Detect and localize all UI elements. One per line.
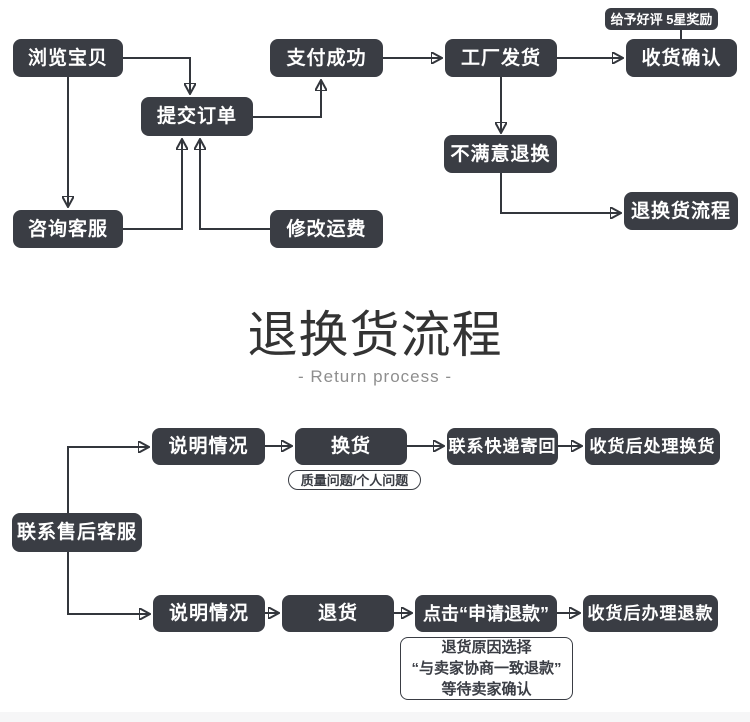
node-explain-situation-2: 说明情况 <box>153 595 265 632</box>
node-exchange: 换货 <box>295 428 407 465</box>
footer-strip <box>0 712 750 722</box>
node-submit-order: 提交订单 <box>141 97 253 136</box>
node-contact-aftersales: 联系售后客服 <box>12 513 142 552</box>
node-handle-exchange-after-receipt: 收货后处理换货 <box>585 428 720 465</box>
node-factory-ship: 工厂发货 <box>445 39 557 77</box>
node-unsatisfied-return: 不满意退换 <box>444 135 557 173</box>
note-refund-reason: 退货原因选择 “与卖家协商一致退款” 等待卖家确认 <box>400 637 573 700</box>
note-refund-line-3: 等待卖家确认 <box>441 681 532 698</box>
node-modify-shipping-fee: 修改运费 <box>270 210 383 248</box>
node-return-process-link: 退换货流程 <box>624 192 738 230</box>
tag-exchange-reason: 质量问题/个人问题 <box>288 470 421 490</box>
note-refund-line-2: “与卖家协商一致退款” <box>411 660 562 677</box>
node-browse-item: 浏览宝贝 <box>13 39 123 77</box>
node-handle-refund-after-receipt: 收货后办理退款 <box>583 595 718 632</box>
node-explain-situation-1: 说明情况 <box>152 428 265 465</box>
note-refund-line-1: 退货原因选择 <box>441 639 532 656</box>
badge-review-reward: 给予好评 5星奖励 <box>605 8 718 30</box>
node-consult-service: 咨询客服 <box>13 210 123 248</box>
node-payment-success: 支付成功 <box>270 39 383 77</box>
node-confirm-receipt: 收货确认 <box>626 39 737 77</box>
node-courier-send-back: 联系快递寄回 <box>447 428 558 465</box>
node-return-goods: 退货 <box>282 595 394 632</box>
section-subtitle: - Return process - <box>297 367 453 386</box>
node-click-apply-refund: 点击“申请退款” <box>415 595 557 632</box>
section-title: 退换货流程 <box>247 307 503 363</box>
